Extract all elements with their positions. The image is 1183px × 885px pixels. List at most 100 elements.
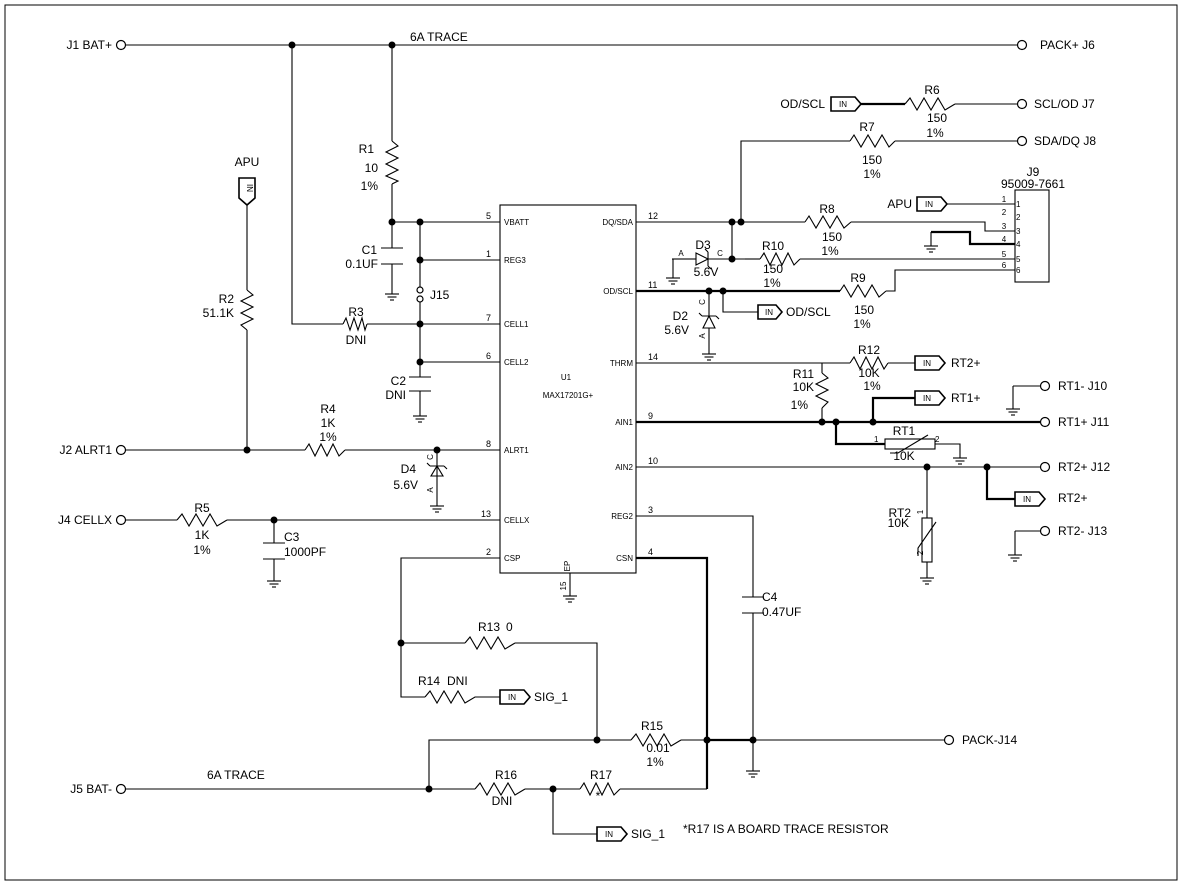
port-j14-label: PACK-J14 bbox=[962, 733, 1017, 747]
terminal-j13[interactable] bbox=[1039, 525, 1051, 537]
r2-ref: R2 bbox=[219, 292, 235, 306]
r13-ref: R13 bbox=[478, 620, 500, 634]
r16-value: DNI bbox=[492, 794, 513, 808]
r17-note: *R17 IS A BOARD TRACE RESISTOR bbox=[683, 822, 889, 836]
capacitors bbox=[263, 247, 764, 614]
r9-body bbox=[839, 283, 887, 299]
r7-ref: R7 bbox=[859, 120, 875, 134]
ground-icon bbox=[919, 571, 935, 585]
terminal-j5[interactable] bbox=[115, 783, 127, 795]
offpage-sig1-a[interactable]: IN bbox=[499, 689, 532, 705]
r9-value: 150 bbox=[854, 303, 874, 317]
d3-value: 5.6V bbox=[694, 265, 719, 279]
r8-body bbox=[804, 214, 852, 230]
r14-ref: R14 bbox=[418, 674, 440, 688]
terminal-j6[interactable] bbox=[1016, 39, 1028, 51]
ic-pin-name: REG3 bbox=[504, 256, 526, 265]
r5-body bbox=[176, 512, 228, 528]
ic-ep-name: EP bbox=[563, 561, 572, 572]
rt1p-label: RT1+ bbox=[951, 391, 980, 405]
in-label: IN bbox=[839, 100, 847, 109]
r12-ref: R12 bbox=[858, 343, 880, 357]
r14-value: DNI bbox=[447, 674, 468, 688]
ground-icon bbox=[665, 271, 681, 285]
offpage-apu-left[interactable]: IN bbox=[238, 177, 256, 207]
terminal-j11[interactable] bbox=[1039, 416, 1051, 428]
port-j2-label: J2 ALRT1 bbox=[60, 443, 113, 457]
r1-tol: 1% bbox=[361, 179, 379, 193]
j9-pin-number-inner: 6 bbox=[1016, 266, 1021, 275]
ic-pin-number: 8 bbox=[486, 439, 491, 449]
r5-value: 1K bbox=[195, 528, 210, 542]
r4-ref: R4 bbox=[320, 402, 336, 416]
d2-a: A bbox=[698, 333, 707, 339]
r13-body bbox=[464, 635, 516, 651]
ic-pin-name: VBATT bbox=[504, 218, 529, 227]
r10-body bbox=[759, 251, 801, 267]
j9-pin-number-inner: 1 bbox=[1016, 200, 1021, 209]
rt1-p2: 2 bbox=[935, 435, 940, 444]
ic-pin-number: 1 bbox=[486, 249, 491, 259]
terminal-j4[interactable] bbox=[115, 514, 127, 526]
offpage-sig1-b[interactable]: IN bbox=[596, 826, 629, 842]
terminal-j14[interactable] bbox=[943, 734, 955, 746]
offpage-apu-j9[interactable]: IN bbox=[916, 196, 949, 212]
j9-ref: J9 bbox=[1027, 165, 1040, 179]
r16-body bbox=[474, 781, 526, 797]
odscl-in-label: OD/SCL bbox=[780, 97, 825, 111]
c2-value: DNI bbox=[385, 388, 406, 402]
r3-ref: R3 bbox=[348, 305, 364, 319]
terminal-j2[interactable] bbox=[115, 444, 127, 456]
r17-ref: R17 bbox=[590, 768, 612, 782]
offpage-rt2p-b[interactable]: IN bbox=[1014, 491, 1047, 507]
ic-pin-name: CELL1 bbox=[504, 320, 529, 329]
ic-pin-number: 10 bbox=[648, 456, 658, 466]
rt2-p2: 2 bbox=[916, 550, 925, 555]
offpage-odscl-out[interactable]: IN bbox=[757, 304, 784, 320]
r6-ref: R6 bbox=[924, 83, 940, 97]
r14-body bbox=[424, 689, 500, 705]
trace-note-top: 6A TRACE bbox=[410, 30, 468, 44]
r12-tol: 1% bbox=[863, 379, 881, 393]
r11-body bbox=[814, 372, 830, 409]
terminal-j10[interactable] bbox=[1039, 380, 1051, 392]
d3-ref: D3 bbox=[695, 238, 711, 252]
ic-pin-name: THRM bbox=[610, 359, 633, 368]
ground-icon bbox=[701, 347, 717, 361]
rt2-p1: 1 bbox=[916, 509, 925, 514]
port-terminals bbox=[115, 39, 1051, 795]
offpage-connectors: IN IN IN IN IN IN IN bbox=[238, 96, 1047, 842]
port-j6-label: PACK+ J6 bbox=[1040, 38, 1095, 52]
d3-body bbox=[695, 248, 745, 270]
ground-icon bbox=[1007, 548, 1023, 562]
r10-tol: 1% bbox=[763, 276, 781, 290]
terminal-j8[interactable] bbox=[1016, 135, 1028, 147]
terminal-j1[interactable] bbox=[115, 39, 127, 51]
rt2-value: 10K bbox=[888, 516, 909, 530]
r11-value: 10K bbox=[793, 380, 814, 394]
in-label: IN bbox=[245, 184, 254, 192]
j9-part-number: 95009-7661 bbox=[1001, 177, 1065, 191]
offpage-odscl-in[interactable]: IN bbox=[830, 96, 863, 112]
r3-body bbox=[342, 316, 368, 332]
terminal-j7[interactable] bbox=[1016, 98, 1028, 110]
r7-tol: 1% bbox=[863, 167, 881, 181]
j9-pin-number-inner: 4 bbox=[1016, 240, 1021, 249]
c4-value: 0.47UF bbox=[762, 605, 801, 619]
ic-pin-number: 4 bbox=[648, 547, 653, 557]
trace-note-bottom: 6A TRACE bbox=[207, 768, 265, 782]
resistors bbox=[176, 96, 956, 797]
terminal-j12[interactable] bbox=[1039, 461, 1051, 473]
c1-ref: C1 bbox=[362, 243, 378, 257]
ic-pin-name: DQ/SDA bbox=[602, 218, 633, 227]
ic-pin-name: AIN1 bbox=[615, 418, 633, 427]
offpage-rt2p-a[interactable]: IN bbox=[914, 355, 947, 371]
ic-ref: U1 bbox=[561, 373, 572, 382]
sig1-b-label: SIG_1 bbox=[631, 827, 665, 841]
r16-ref: R16 bbox=[495, 768, 517, 782]
ic-pin-number: 6 bbox=[486, 351, 491, 361]
offpage-rt1p[interactable]: IN bbox=[914, 390, 947, 406]
in-label: IN bbox=[1023, 495, 1031, 504]
